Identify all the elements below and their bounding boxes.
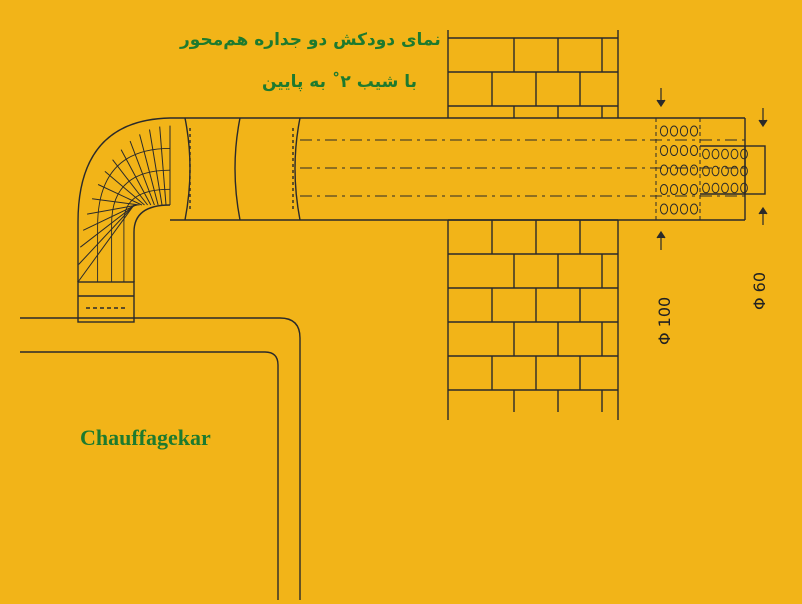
hole xyxy=(659,125,669,137)
pipe-joints xyxy=(184,117,301,221)
elbow-rib xyxy=(79,204,136,248)
brand-label: Chauffagekar xyxy=(80,425,211,450)
elbow-rib xyxy=(77,204,135,283)
boiler-collar xyxy=(77,281,135,323)
title-line-2: با شیب ۲˚ به پایین xyxy=(262,72,418,92)
hole xyxy=(659,145,669,156)
hole xyxy=(711,148,720,160)
hole xyxy=(721,182,729,194)
hole xyxy=(669,164,679,176)
hole xyxy=(659,184,669,195)
hole xyxy=(689,164,699,176)
hole xyxy=(740,148,748,160)
elbow-rib xyxy=(139,134,159,206)
elbow-rib xyxy=(149,129,163,206)
hole xyxy=(740,165,748,177)
elbow-rib xyxy=(78,204,135,265)
hole xyxy=(711,165,720,177)
hole xyxy=(679,203,689,215)
hole xyxy=(689,125,699,137)
perforation-holes xyxy=(659,125,748,215)
hole xyxy=(689,184,699,195)
hole xyxy=(730,182,739,194)
hole xyxy=(730,165,739,177)
horizontal-pipe xyxy=(170,117,746,221)
elbow-rib xyxy=(112,159,148,206)
hole xyxy=(679,164,689,176)
hole xyxy=(702,148,710,160)
title-line-1: نمای دودکش دو جداره هم‌محور xyxy=(180,30,441,50)
hole xyxy=(689,203,699,215)
hole xyxy=(711,182,720,194)
brick-wall xyxy=(447,30,619,420)
hole xyxy=(740,182,748,194)
hole xyxy=(669,203,679,215)
elbow-band xyxy=(111,169,171,282)
hole xyxy=(721,148,729,160)
hole xyxy=(659,164,669,176)
elbow-bellows xyxy=(77,117,171,283)
hole xyxy=(679,145,689,156)
hole xyxy=(679,125,689,137)
inner-diameter-label: Φ 60 xyxy=(750,271,769,310)
hole xyxy=(702,182,710,194)
hole xyxy=(669,184,679,195)
elbow-rib xyxy=(97,184,143,206)
hole xyxy=(702,165,710,177)
outer-diameter-label: Φ 100 xyxy=(655,296,674,345)
hole xyxy=(721,165,729,177)
dimension-arrows xyxy=(656,88,768,250)
hole xyxy=(669,145,679,156)
hole xyxy=(669,125,679,137)
hole xyxy=(689,145,699,156)
elbow-rib xyxy=(129,140,155,206)
elbow-band xyxy=(123,188,171,282)
elbow-band xyxy=(97,147,171,282)
hole xyxy=(679,184,689,195)
inner-pipe-outlet xyxy=(700,145,766,195)
elbow-rib xyxy=(82,204,137,231)
elbow-rib xyxy=(159,126,167,206)
boiler-outline xyxy=(20,317,301,600)
hole xyxy=(659,203,669,215)
elbow-rib xyxy=(104,171,145,206)
elbow-rib xyxy=(87,204,138,215)
hole xyxy=(730,148,739,160)
